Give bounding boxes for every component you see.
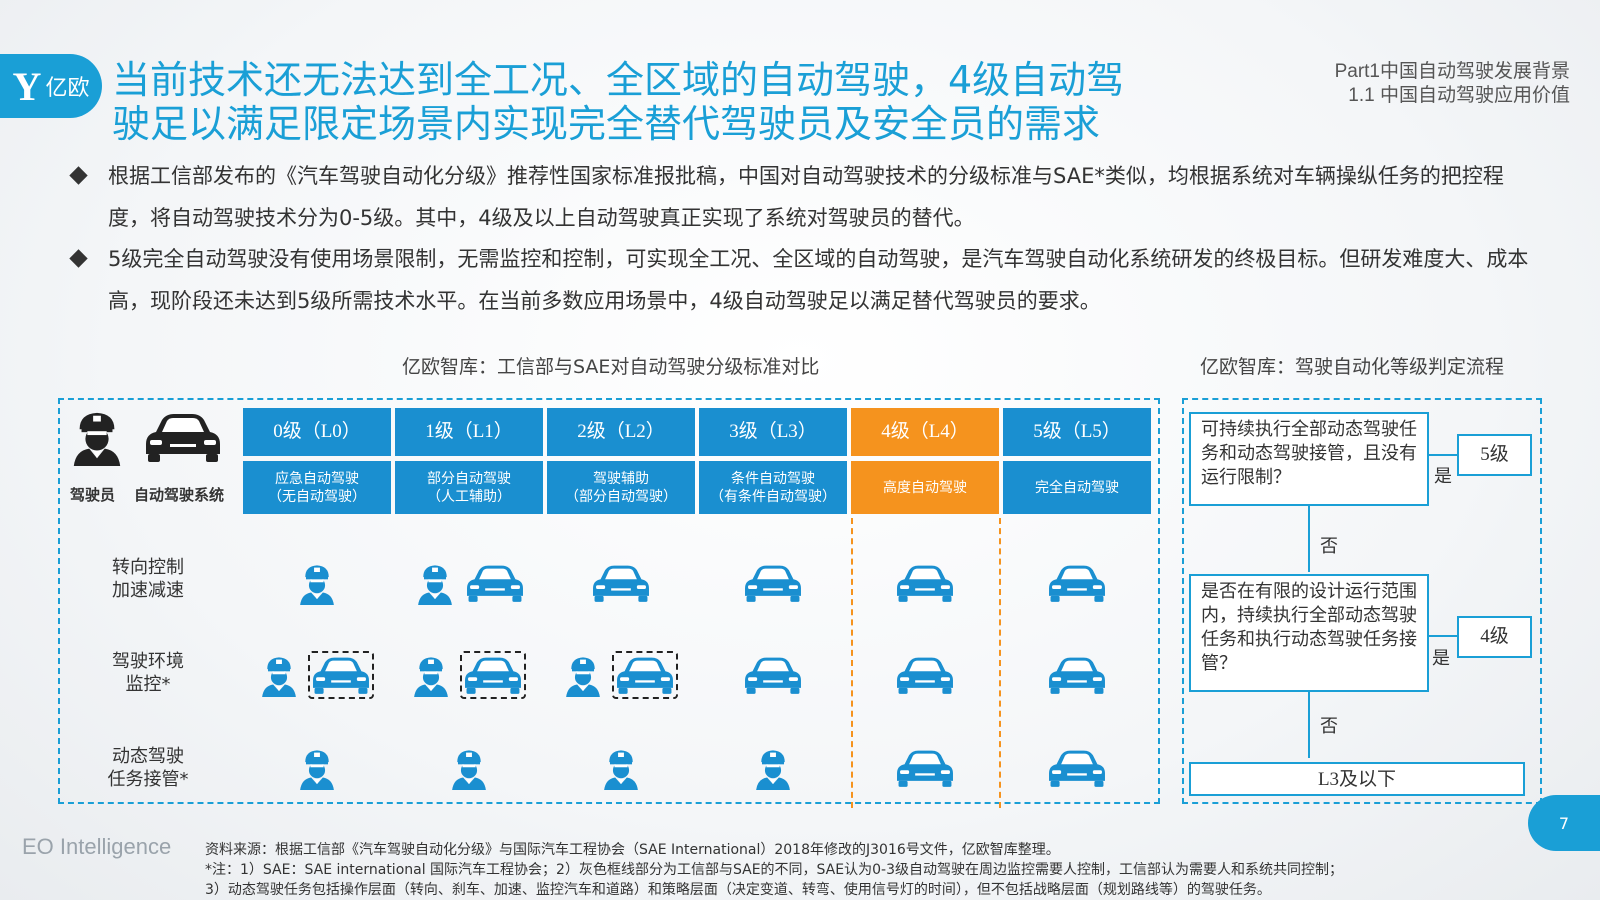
level-name-line: 完全自动驾驶	[1035, 479, 1119, 496]
level-name-0: 应急自动驾驶（无自动驾驶）	[243, 461, 391, 514]
legend-driver-label: 驾驶员	[70, 486, 116, 504]
row-label-line: 转向控制	[112, 557, 184, 578]
row-label-steering: 转向控制 加速减速	[88, 556, 208, 602]
flow-yes-1: 是	[1434, 466, 1452, 487]
driver-icon	[413, 561, 457, 605]
eo-logo: Y 亿欧	[0, 54, 102, 118]
flow-question-2: 是否在有限的设计运行范围内，持续执行全部动态驾驶任务和执行动态驾驶任务接管？	[1189, 574, 1429, 692]
level-name-3: 条件自动驾驶（有条件自动驾驶）	[699, 461, 847, 514]
page-number: 7	[1528, 795, 1600, 851]
driver-icon	[409, 653, 453, 697]
level-name-4: 高度自动驾驶	[851, 461, 999, 514]
flow-arrow-no-1	[1308, 506, 1310, 572]
diamond-bullet-icon	[69, 166, 88, 185]
logo-mark: Y	[12, 63, 42, 109]
bullet-text: 5级完全自动驾驶没有使用场景限制，无需监控和控制，可实现全工况、全区域的自动驾驶…	[108, 247, 1529, 313]
level-code-0: 0级（L0）	[243, 408, 391, 456]
row-label-monitoring: 驾驶环境 监控*	[88, 650, 208, 696]
level-name-line: （有条件自动驾驶）	[710, 488, 836, 505]
footer-brand: EO Intelligence	[22, 834, 172, 859]
diamond-bullet-icon	[69, 249, 88, 268]
driver-icon	[599, 746, 643, 790]
car-icon	[1046, 562, 1108, 604]
level-code-4: 4级（L4）	[851, 408, 999, 456]
row-label-line: 驾驶环境	[112, 651, 184, 672]
section-label: Part1中国自动驾驶发展背景 1.1 中国自动驾驶应用价值	[1335, 60, 1570, 108]
page-title: 当前技术还无法达到全工况、全区域的自动驾驶，4级自动驾 驶足以满足限定场景内实现…	[112, 58, 1192, 146]
flow-panel	[1182, 398, 1542, 804]
level-code-3: 3级（L3）	[699, 408, 847, 456]
car-icon	[894, 562, 956, 604]
title-line-2: 驶足以满足限定场景内实现完全替代驾驶员及安全员的需求	[112, 102, 1101, 146]
footer-source: 资料来源：根据工信部《汽车驾驶自动化分级》与国际汽车工程协会（SAE Inter…	[205, 842, 1060, 858]
car-icon	[742, 654, 804, 696]
flow-arrow-yes-2	[1429, 635, 1457, 637]
comparison-panel	[58, 398, 1160, 804]
level-name-line: （部分自动驾驶）	[565, 488, 677, 505]
row-label-line: 动态驾驶	[112, 746, 184, 767]
driver-icon	[68, 408, 126, 466]
level-name-line: （人工辅助）	[427, 488, 511, 505]
level-name-1: 部分自动驾驶（人工辅助）	[395, 461, 543, 514]
level-name-5: 完全自动驾驶	[1003, 461, 1151, 514]
flow-arrow-yes-1	[1429, 454, 1457, 456]
level-name-line: （无自动驾驶）	[268, 488, 366, 505]
car-icon	[894, 747, 956, 789]
legend-system-label: 自动驾驶系统	[134, 486, 225, 504]
car-icon	[894, 654, 956, 696]
part-label: Part1中国自动驾驶发展背景	[1334, 61, 1570, 82]
comparison-caption: 亿欧智库：工信部与SAE对自动驾驶分级标准对比	[402, 356, 820, 378]
flow-result-l5: 5级	[1457, 434, 1532, 476]
driver-icon	[751, 746, 795, 790]
driver-icon	[257, 653, 301, 697]
level-name-line: 高度自动驾驶	[883, 479, 967, 496]
footer-note-1: *注：1）SAE：SAE international 国际汽车工程协会；2）灰色…	[205, 862, 1343, 878]
bullet-1: 根据工信部发布的《汽车驾驶自动化分级》推荐性国家标准报批稿，中国对自动驾驶技术的…	[69, 155, 1532, 239]
car-icon	[742, 562, 804, 604]
driver-icon	[561, 653, 605, 697]
row-label-line: 加速减速	[112, 580, 184, 601]
bullet-2: 5级完全自动驾驶没有使用场景限制，无需监控和控制，可实现全工况、全区域的自动驾驶…	[69, 238, 1532, 322]
footer-note-2: 3）动态驾驶任务包括操作层面（转向、刹车、加速、监控汽车和道路）和策略层面（决定…	[205, 882, 1271, 898]
flow-no-2: 否	[1320, 716, 1338, 737]
level-name-line: 条件自动驾驶	[731, 470, 815, 487]
level-code-1: 1级（L1）	[395, 408, 543, 456]
car-icon-dashed	[612, 651, 678, 699]
car-icon-dashed	[308, 651, 374, 699]
level-name-line: 驾驶辅助	[593, 470, 649, 487]
car-icon	[1046, 654, 1108, 696]
row-label-line: 监控*	[125, 674, 171, 695]
flow-no-1: 否	[1320, 536, 1338, 557]
driver-icon	[295, 561, 339, 605]
level-name-line: 部分自动驾驶	[427, 470, 511, 487]
flow-caption: 亿欧智库：驾驶自动化等级判定流程	[1200, 356, 1505, 378]
level-name-line: 应急自动驾驶	[275, 470, 359, 487]
bullet-text: 根据工信部发布的《汽车驾驶自动化分级》推荐性国家标准报批稿，中国对自动驾驶技术的…	[108, 164, 1504, 230]
logo-text: 亿欧	[45, 76, 90, 101]
l4-boundary-left	[851, 518, 853, 808]
flow-yes-2: 是	[1432, 648, 1450, 669]
level-code-5: 5级（L5）	[1003, 408, 1151, 456]
car-icon	[590, 562, 652, 604]
title-line-1: 当前技术还无法达到全工况、全区域的自动驾驶，4级自动驾	[112, 58, 1125, 102]
level-name-2: 驾驶辅助（部分自动驾驶）	[547, 461, 695, 514]
driver-icon	[447, 746, 491, 790]
flow-arrow-no-2	[1308, 692, 1310, 758]
row-label-line: 任务接管*	[107, 769, 189, 790]
flow-result-l3-below: L3及以下	[1189, 762, 1525, 796]
car-icon-dashed	[460, 651, 526, 699]
car-icon	[464, 562, 526, 604]
row-label-fallback: 动态驾驶 任务接管*	[88, 745, 208, 791]
flow-result-l4: 4级	[1457, 616, 1532, 658]
car-icon	[142, 410, 224, 464]
level-code-2: 2级（L2）	[547, 408, 695, 456]
subsection-label: 1.1 中国自动驾驶应用价值	[1348, 85, 1570, 106]
driver-icon	[295, 746, 339, 790]
flow-question-1: 可持续执行全部动态驾驶任务和动态驾驶接管，且没有运行限制？	[1189, 412, 1429, 506]
car-icon	[1046, 747, 1108, 789]
l4-boundary-right	[999, 518, 1001, 808]
